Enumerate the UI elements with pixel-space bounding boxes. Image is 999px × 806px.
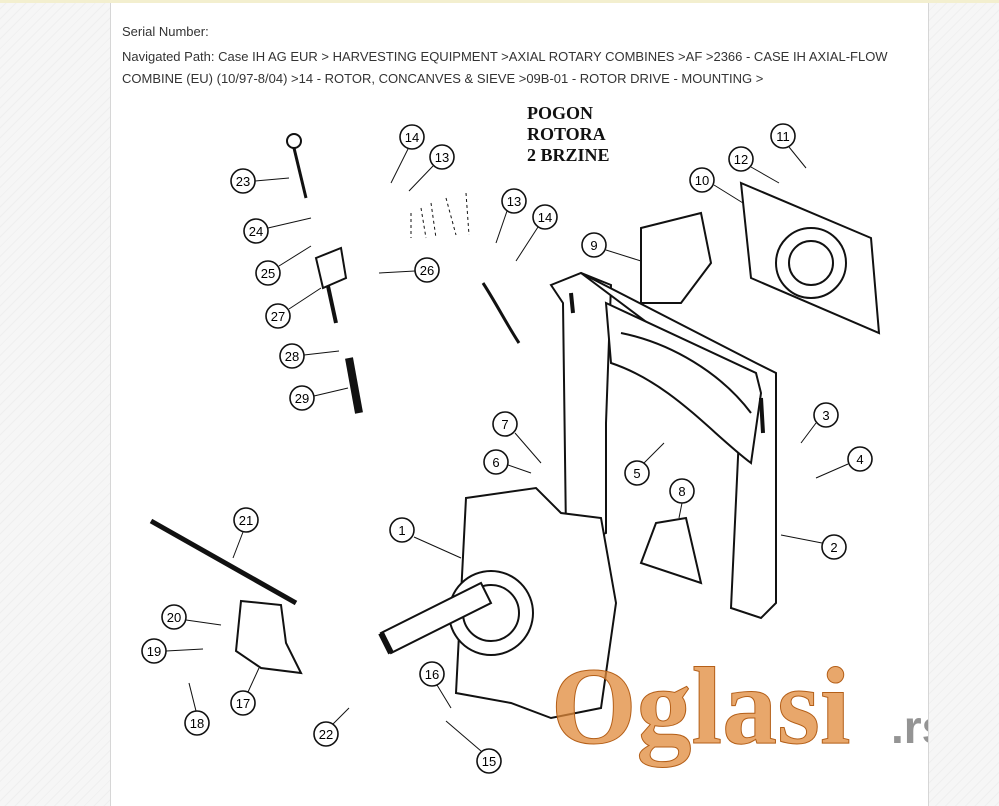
svg-text:21: 21 [239,513,253,528]
svg-text:4: 4 [856,452,863,467]
callout-16: 16 [419,661,452,709]
guard-plate-top [410,192,470,239]
oglasi-watermark: Oglasi .rs [551,645,929,768]
svg-text:6: 6 [492,455,499,470]
mounting-plate [739,181,881,335]
navigated-path: Navigated Path: Case IH AG EUR > HARVEST… [122,49,888,86]
svg-text:28: 28 [285,349,299,364]
callout-27: 27 [265,287,322,329]
diagram-title-line: POGON [527,103,593,123]
serial-number-label: Serial Number: [122,24,209,39]
long-rod [149,518,298,606]
callout-4: 4 [815,446,873,479]
callout-14: 14 [390,124,425,184]
callout-2: 2 [780,534,847,560]
callout-25: 25 [255,245,312,286]
svg-text:24: 24 [249,224,263,239]
callout-18: 18 [184,682,210,736]
diagram-title: POGON ROTORA 2 BRZINE [527,103,610,166]
svg-text:13: 13 [507,194,521,209]
content-panel: Serial Number: Navigated Path: Case IH A… [110,3,929,806]
callout-13b: 13 [495,188,527,244]
svg-text:17: 17 [236,696,250,711]
callout-26: 26 [378,257,440,283]
svg-text:7: 7 [501,417,508,432]
svg-text:25: 25 [261,266,275,281]
callout-19: 19 [141,638,204,664]
svg-text:29: 29 [295,391,309,406]
callout-6: 6 [483,449,532,475]
svg-text:2: 2 [830,540,837,555]
parts-diagram: 1 2 3 4 5 6 7 8 9 10 11 12 13 14 13 14 1… [141,123,881,774]
callout-1: 1 [389,517,462,559]
eye-bolt-23 [292,147,308,199]
callout-22: 22 [313,707,350,747]
callout-11: 11 [770,123,807,169]
callout-5: 5 [624,442,665,486]
triangle-plate [639,516,703,585]
svg-text:16: 16 [425,667,439,682]
top-accent-line [0,0,999,3]
callout-14b: 14 [515,204,558,262]
callout-17: 17 [230,667,260,716]
svg-text:20: 20 [167,610,181,625]
callout-21: 21 [232,507,259,559]
svg-text:22: 22 [319,727,333,742]
gearbox-housing [378,486,618,720]
diagram-title-line: 2 BRZINE [527,145,610,165]
svg-text:23: 23 [236,174,250,189]
svg-text:9: 9 [590,238,597,253]
callout-10: 10 [689,167,744,204]
frame-bracket [549,271,777,620]
svg-text:19: 19 [147,644,161,659]
svg-text:5: 5 [633,466,640,481]
callout-24: 24 [243,217,312,244]
callout-9: 9 [581,232,642,262]
callout-15: 15 [445,720,502,774]
document-header: Serial Number: Navigated Path: Case IH A… [122,21,922,93]
callout-13: 13 [408,144,455,192]
svg-text:12: 12 [734,152,748,167]
svg-text:14: 14 [405,130,419,145]
watermark-suffix: .rs [891,701,929,753]
callout-3: 3 [800,402,839,444]
sleeve-29 [345,357,363,414]
svg-text:15: 15 [482,754,496,769]
svg-text:1: 1 [398,523,405,538]
callout-7: 7 [492,411,542,464]
svg-text:18: 18 [190,716,204,731]
callout-23: 23 [230,168,290,194]
svg-text:8: 8 [678,484,685,499]
diagram-title-line: ROTORA [527,124,606,144]
svg-text:11: 11 [776,129,790,144]
svg-text:3: 3 [822,408,829,423]
callout-20: 20 [161,604,222,630]
callout-12: 12 [728,146,780,184]
small-plate [234,599,303,675]
svg-text:26: 26 [420,263,434,278]
svg-text:27: 27 [271,309,285,324]
bracket-27 [314,246,348,290]
svg-text:10: 10 [695,173,709,188]
watermark-brand: Oglasi [551,645,851,767]
callout-8: 8 [669,478,695,519]
svg-text:13: 13 [435,150,449,165]
svg-text:14: 14 [538,210,552,225]
callout-29: 29 [289,385,349,411]
curved-strip [481,282,521,344]
callouts: 1 2 3 4 5 6 7 8 9 10 11 12 13 14 13 14 1… [141,123,873,774]
support-bracket [640,211,713,304]
callout-28: 28 [279,343,340,369]
